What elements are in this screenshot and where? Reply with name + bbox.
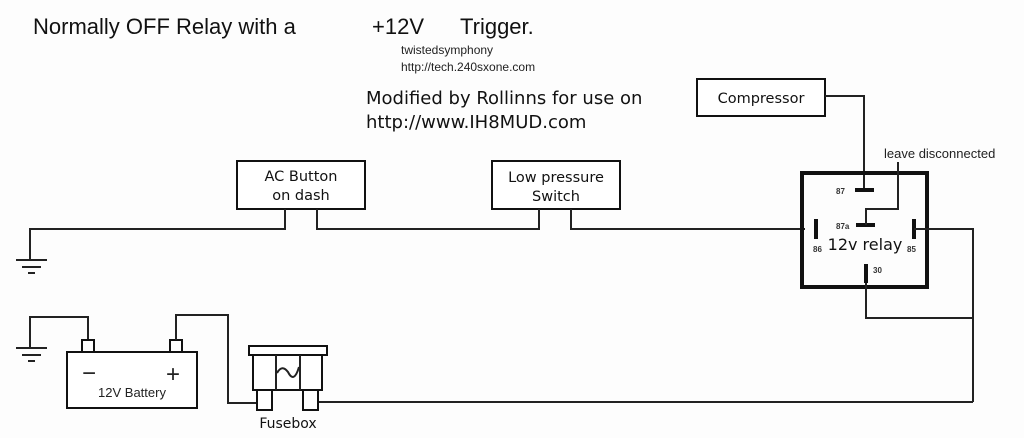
wire-30-to-feed xyxy=(865,283,973,319)
wire-battery-negative-to-ground xyxy=(29,316,89,348)
ac-button-label-line1: AC Button xyxy=(265,169,338,185)
relay-pin-87-label: 87 xyxy=(836,187,845,196)
battery-negative-sign: − xyxy=(82,360,96,387)
low-pressure-switch-box: Low pressure Switch xyxy=(491,160,621,210)
compressor-label: Compressor xyxy=(718,91,805,107)
low-pressure-label-line2: Switch xyxy=(532,189,580,205)
fusebox-label: Fusebox xyxy=(259,416,316,432)
wire-battery-positive-to-fuse xyxy=(175,314,257,404)
relay-pin-85-label: 85 xyxy=(907,245,916,254)
battery-positive-terminal xyxy=(169,339,183,353)
title-suffix: Trigger. xyxy=(460,14,534,39)
battery-positive-sign: + xyxy=(166,361,180,388)
ground-symbol-2 xyxy=(16,347,47,362)
credit-author-url: http://tech.240sxone.com xyxy=(401,60,535,74)
wire-ground-to-ac-button xyxy=(29,209,286,260)
title-voltage: +12V xyxy=(372,14,424,39)
ground-symbol-1 xyxy=(16,259,47,274)
relay-pin-87a-label: 87a xyxy=(836,222,850,231)
compressor-box: Compressor xyxy=(696,78,826,117)
battery-label: 12V Battery xyxy=(98,385,166,400)
relay-label: 12v relay xyxy=(828,235,903,254)
wire-85-to-feed xyxy=(914,228,974,402)
low-pressure-label-line1: Low pressure xyxy=(508,170,604,186)
relay-pin-30-label: 30 xyxy=(873,266,882,275)
modified-url-text: http://www.IH8MUD.com xyxy=(366,112,586,133)
wire-low-pressure-to-86 xyxy=(570,209,805,230)
credit-author: twistedsymphony xyxy=(401,43,493,57)
leave-disconnected-note: leave disconnected xyxy=(884,146,995,161)
modified-by-text: Modified by Rollinns for use on xyxy=(366,88,642,109)
wire-87a-disconnected xyxy=(865,162,899,225)
ac-button-label-line2: on dash xyxy=(272,188,330,204)
relay-pin-86-label: 86 xyxy=(813,245,822,254)
wire-compressor-to-87 xyxy=(825,95,865,190)
wire-ac-button-to-low-pressure xyxy=(316,209,540,230)
fuse-element-icon xyxy=(276,366,300,378)
battery-negative-terminal xyxy=(81,339,95,353)
title-prefix: Normally OFF Relay with a xyxy=(33,14,297,39)
battery-12v: − + 12V Battery xyxy=(66,339,198,409)
fusebox: Fusebox xyxy=(248,345,328,432)
ac-button-box: AC Button on dash xyxy=(236,160,366,210)
